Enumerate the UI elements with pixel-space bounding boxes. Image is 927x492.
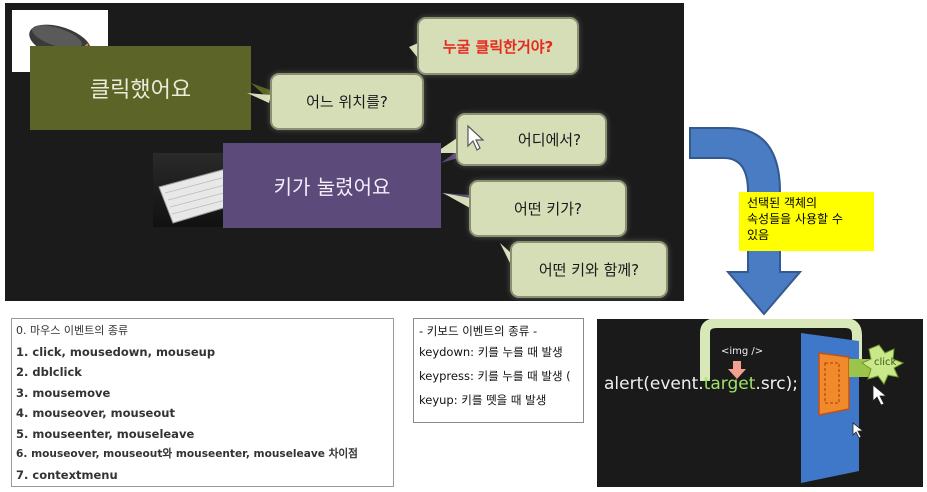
bubble-with-which-key-text: 어떤 키와 함께? bbox=[538, 261, 640, 279]
list-item: keyup: 키를 뗏을 때 발생 bbox=[419, 393, 547, 407]
click-box: 클릭했어요 bbox=[30, 46, 251, 130]
img-tag-label: <img /> bbox=[721, 346, 764, 357]
cursor-arrow-icon bbox=[467, 124, 485, 151]
list-item: keydown: 키를 누를 때 발생 bbox=[419, 345, 563, 359]
key-box: 키가 눌렸어요 bbox=[223, 143, 441, 228]
code-illustration bbox=[700, 319, 905, 483]
bubble-who: 누굴 클릭한거야? bbox=[417, 17, 579, 75]
note-line-1: 선택된 객체의 bbox=[747, 196, 818, 210]
bubble-which-key: 어떤 키가? bbox=[469, 180, 627, 237]
bubble-where-from: 어디에서? bbox=[456, 113, 607, 166]
list-item: 2. dblclick bbox=[16, 365, 82, 379]
list-item: 6. mouseover, mouseout와 mouseenter, mous… bbox=[16, 448, 358, 460]
key-events-title: - 키보드 이벤트의 종류 - bbox=[419, 324, 538, 338]
bubble-who-text: 누굴 클릭한거야? bbox=[442, 37, 554, 56]
code-suffix: .src); bbox=[755, 374, 799, 394]
key-events-list: - 키보드 이벤트의 종류 - keydown: 키를 누를 때 발생 keyp… bbox=[413, 318, 584, 423]
click-box-label: 클릭했어요 bbox=[89, 78, 192, 103]
list-item: 5. mouseenter, mouseleave bbox=[16, 426, 195, 441]
list-item: keypress: 키를 누를 때 발생 ( bbox=[419, 369, 571, 383]
bubble-where-position: 어느 위치를? bbox=[270, 73, 424, 130]
bubble-where-position-text: 어느 위치를? bbox=[306, 93, 388, 111]
slide-events: 클릭했어요 키가 눌렸어요 누굴 클릭한거야? 어느 위치를? bbox=[5, 3, 684, 301]
code-prefix: alert(event. bbox=[604, 374, 704, 394]
note-line-3: 있음 bbox=[747, 228, 770, 242]
list-item: 1. click, mousedown, mouseup bbox=[16, 344, 216, 359]
list-item: 3. mousemove bbox=[16, 385, 111, 400]
list-item: 4. mouseover, mouseout bbox=[16, 406, 175, 420]
yellow-note: 선택된 객체의 속성들을 사용할 수 있음 bbox=[739, 192, 874, 251]
key-box-label: 키가 눌렸어요 bbox=[273, 175, 391, 199]
code-text: alert(event.target.src); bbox=[604, 374, 798, 394]
curved-arrow-icon bbox=[689, 127, 803, 316]
bubble-with-which-key: 어떤 키와 함께? bbox=[510, 241, 668, 298]
click-label: click bbox=[874, 357, 897, 368]
code-highlight: target bbox=[703, 374, 756, 394]
code-slide: <img /> click alert(event.target.src); bbox=[597, 319, 923, 487]
mouse-events-list: 0. 마우스 이벤트의 종류 1. click, mousedown, mous… bbox=[11, 318, 394, 487]
mouse-events-title: 0. 마우스 이벤트의 종류 bbox=[16, 324, 129, 337]
list-item: 7. contextmenu bbox=[16, 467, 118, 482]
bubble-where-from-text: 어디에서? bbox=[517, 131, 582, 149]
bubble-tails bbox=[247, 43, 511, 265]
bubble-which-key-text: 어떤 키가? bbox=[514, 200, 582, 218]
note-line-2: 속성들을 사용할 수 bbox=[747, 212, 843, 226]
